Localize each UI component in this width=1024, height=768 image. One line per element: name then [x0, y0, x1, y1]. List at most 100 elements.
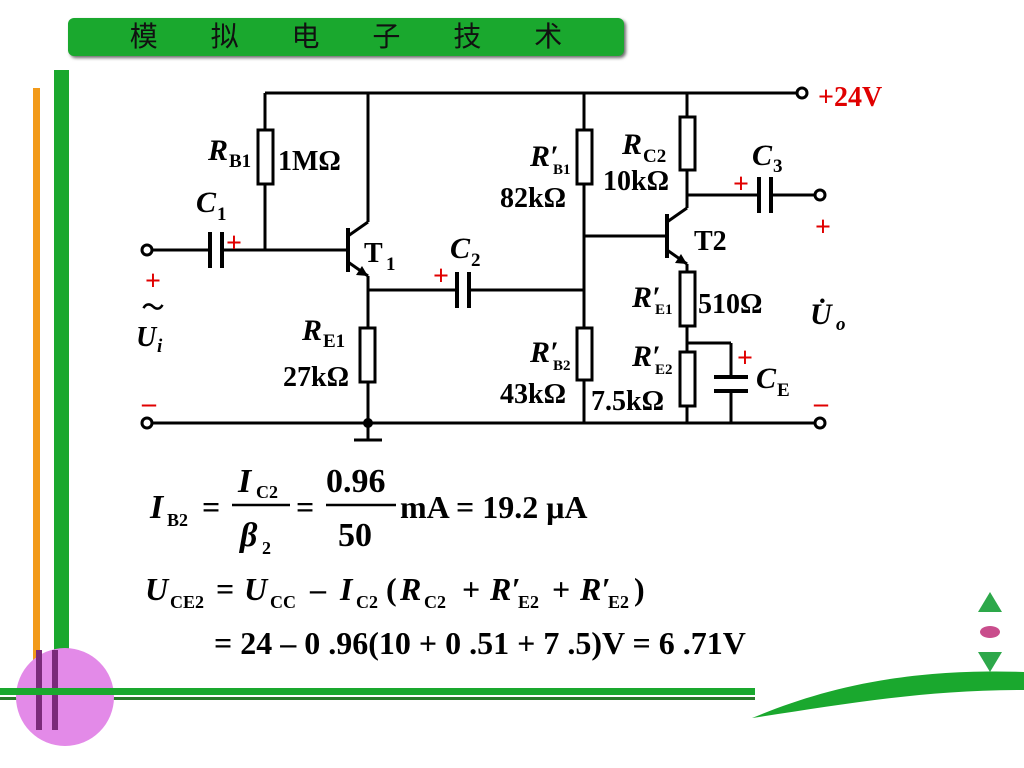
- resistor-re2p: [678, 350, 697, 408]
- supply-label: +24V: [818, 82, 882, 113]
- rb1p-subscript: B1: [553, 162, 571, 178]
- svg-text:): ): [634, 571, 645, 607]
- svg-text:+: +: [462, 571, 480, 607]
- ce-plus: +: [737, 343, 753, 374]
- resistor-rb1: [256, 128, 275, 186]
- t1-symbol: T: [364, 238, 383, 269]
- eq2-ic-sub: C2: [356, 592, 378, 612]
- eq2-ucc-sub: CC: [270, 592, 296, 612]
- rb1-symbol: R: [207, 134, 228, 167]
- output-voltage-subscript: o: [836, 314, 846, 335]
- eq1-frac1-den-symbol: β: [238, 517, 258, 554]
- ground-node: [363, 418, 373, 428]
- green-bar: [54, 70, 69, 710]
- equation-2: U CE2 = U CC – I C2 ( R C2 + R′ E2 + R′ …: [145, 571, 645, 612]
- c3-plus: +: [733, 169, 749, 200]
- home-dot-icon[interactable]: [980, 626, 1000, 638]
- re2p-subscript: E2: [655, 362, 673, 378]
- rb1p-symbol: R′: [529, 140, 558, 173]
- re1-subscript: E1: [323, 331, 345, 352]
- output-minus: –: [813, 388, 829, 419]
- eq2-rc: R: [399, 571, 421, 607]
- rc2-symbol: R: [621, 128, 642, 161]
- t1-emitter-arrow: [356, 266, 368, 276]
- left-decoration: [0, 70, 755, 746]
- title-bar: 模 拟 电 子 技 术: [68, 18, 624, 56]
- eq2-minus: –: [309, 571, 327, 607]
- resistor-re1: [358, 326, 377, 384]
- resistor-rb1p: [575, 128, 594, 186]
- re1p-value: 510Ω: [698, 289, 762, 320]
- c1-plus: +: [226, 228, 242, 259]
- rb2p-symbol: R′: [529, 336, 558, 369]
- equation-1: I B2 = I C2 β 2 = 0.96 50 mA = 19.2 μA: [149, 463, 587, 558]
- input-minus: –: [141, 388, 157, 419]
- resistors: [256, 115, 697, 408]
- orange-bar: [33, 88, 40, 718]
- rb1p-value: 82kΩ: [500, 183, 566, 214]
- input-source-symbol: ～: [142, 295, 164, 320]
- resistor-rc2: [678, 115, 697, 172]
- bottom-right-decoration: [752, 592, 1024, 718]
- eq1-frac2-num: 0.96: [326, 463, 386, 500]
- pink-circle: [16, 648, 114, 746]
- input-voltage-symbol: U: [136, 322, 158, 353]
- input-terminal-plus: [140, 243, 154, 257]
- eq1-equals-2: =: [296, 489, 314, 525]
- re1p-symbol: R′: [631, 281, 660, 314]
- rb2p-value: 43kΩ: [500, 379, 566, 410]
- t2-label: T2: [694, 226, 727, 257]
- rb1-value: 1MΩ: [278, 146, 341, 177]
- re1-symbol: R: [301, 314, 322, 347]
- re1-value: 27kΩ: [283, 362, 349, 393]
- input-plus: +: [145, 266, 161, 297]
- circuit-wires: [150, 91, 815, 442]
- terminals: [140, 86, 827, 430]
- resistor-rb2p: [575, 326, 594, 382]
- eq1-frac1-den-subscript: 2: [262, 538, 271, 558]
- eq2-rc-sub: C2: [424, 592, 446, 612]
- rc2-value: 10kΩ: [603, 166, 669, 197]
- bottom-dark-line: [0, 697, 755, 700]
- up-arrow-icon[interactable]: [978, 592, 1002, 612]
- eq2-re1-sub: E2: [518, 592, 539, 612]
- eq1-result: mA = 19.2 μA: [400, 489, 587, 525]
- eq2-re2-sub: E2: [608, 592, 629, 612]
- c1-symbol: C: [196, 186, 217, 219]
- output-voltage-symbol: U̇: [810, 298, 833, 331]
- output-terminal-minus: [813, 416, 827, 430]
- eq2-ic: I: [339, 571, 354, 607]
- output-plus: +: [815, 212, 831, 243]
- ce-subscript: E: [777, 380, 790, 401]
- svg-text:(: (: [386, 571, 397, 607]
- t1-subscript: 1: [386, 254, 396, 275]
- c1-subscript: 1: [217, 204, 227, 225]
- eq2-equals: =: [216, 571, 234, 607]
- c3-symbol: C: [752, 139, 773, 172]
- c2-subscript: 2: [471, 250, 481, 271]
- eq1-equals-1: =: [202, 489, 220, 525]
- t2-emitter-arrow: [675, 254, 687, 264]
- eq2-lhs-sub: CE2: [170, 592, 204, 612]
- capacitors: [208, 177, 773, 393]
- eq2-re2: R′: [579, 571, 610, 607]
- input-voltage-subscript: i: [157, 336, 163, 357]
- eq1-frac1-num-symbol: I: [237, 463, 253, 500]
- svg-text:+: +: [552, 571, 570, 607]
- down-arrow-icon[interactable]: [978, 652, 1002, 672]
- re2p-value: 7.5kΩ: [591, 386, 664, 417]
- rb1-subscript: B1: [229, 151, 251, 172]
- eq1-lhs-subscript: B2: [167, 510, 188, 530]
- c2-plus: +: [433, 261, 449, 292]
- eq2-ucc: U: [244, 571, 269, 607]
- eq1-lhs-symbol: I: [149, 489, 165, 526]
- output-terminal-plus: [813, 188, 827, 202]
- eq1-frac2-den: 50: [338, 517, 372, 554]
- ce-symbol: C: [756, 362, 777, 395]
- equation-3: = 24 – 0 .96(10 + 0 .51 + 7 .5)V = 6 .71…: [214, 625, 746, 661]
- supply-terminal: [795, 86, 809, 100]
- input-terminal-minus: [140, 416, 154, 430]
- resistor-re1p: [678, 270, 697, 328]
- page-title: 模 拟 电 子 技 术: [129, 20, 585, 53]
